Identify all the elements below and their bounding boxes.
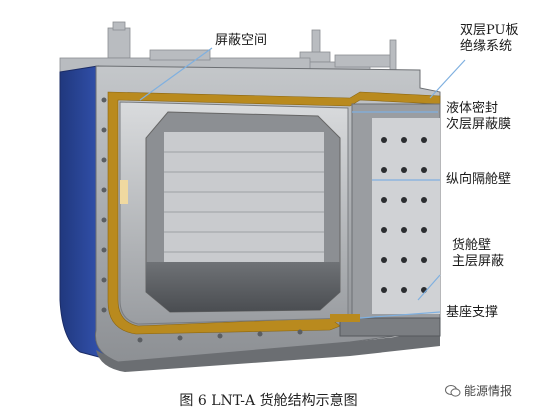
watermark: 能源情报 xyxy=(445,382,512,399)
base-support-pad xyxy=(330,314,360,322)
label-primary-barrier: 货舱壁 主层屏蔽 xyxy=(452,238,504,270)
label-secondary-barrier: 液体密封 次层屏蔽膜 xyxy=(446,101,511,133)
label-longitudinal-bulkhead: 纵向隔舱壁 xyxy=(446,172,512,187)
back-wall-ribs xyxy=(164,151,324,253)
watermark-text: 能源情报 xyxy=(464,384,513,398)
insulation-layer xyxy=(107,91,441,335)
hull-bottom xyxy=(96,332,440,372)
bulkhead-holes xyxy=(381,137,427,293)
leader-lines xyxy=(139,47,466,319)
frame-holes xyxy=(101,97,303,343)
tank-floor xyxy=(146,262,340,312)
right-compartment xyxy=(372,118,440,314)
figure-caption: 图 6 LNT-A 货舱结构示意图 xyxy=(179,393,358,409)
base-support-block xyxy=(339,317,441,337)
label-base-support: 基座支撑 xyxy=(446,305,499,320)
label-shield-space: 屏蔽空间 xyxy=(215,33,268,48)
label-secondary-barrier-line1: 液体密封 xyxy=(446,101,499,116)
label-pu-insulation-line2: 绝缘系统 xyxy=(460,39,513,54)
label-primary-barrier-line1: 货舱壁 xyxy=(452,238,492,253)
label-pu-insulation-line1: 双层PU板 xyxy=(460,23,519,38)
interior-light xyxy=(120,180,128,204)
back-wall xyxy=(164,132,324,262)
label-primary-barrier-line2: 主层屏蔽 xyxy=(452,254,505,269)
label-secondary-barrier-line2: 次层屏蔽膜 xyxy=(446,117,512,132)
label-pu-insulation: 双层PU板 绝缘系统 xyxy=(460,23,518,55)
wechat-icon xyxy=(445,384,461,397)
